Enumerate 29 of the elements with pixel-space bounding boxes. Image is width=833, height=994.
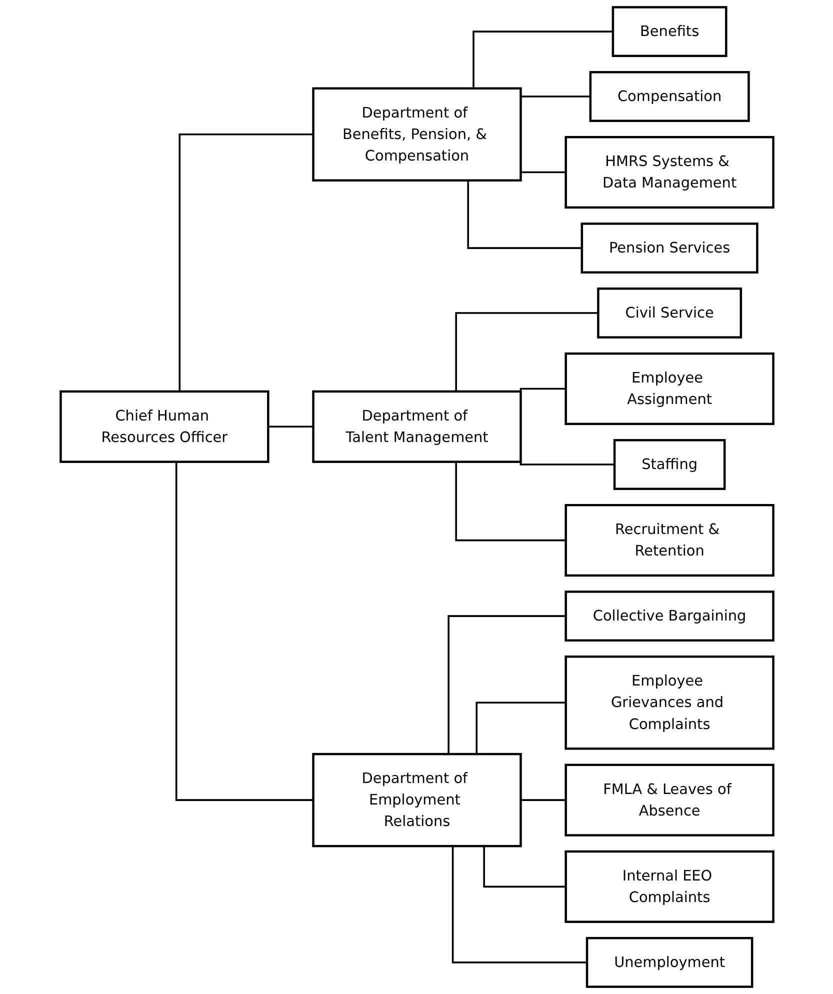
node-box: Department of Benefits, Pension, & Compensation (312, 87, 522, 182)
connector (174, 462, 313, 801)
connector (454, 312, 598, 392)
node-box: Staffing (612, 439, 726, 490)
node-box: Unemployment (585, 936, 753, 988)
node-box: Benefits (611, 6, 727, 58)
node-box: Internal EEO Complaints (564, 850, 774, 923)
connector (475, 702, 566, 754)
node-box: Recruitment & Retention (564, 504, 774, 577)
connector (482, 846, 566, 888)
connector (454, 462, 566, 542)
node-box: Department of Employment Relations (312, 752, 522, 848)
node-box: Employee Grievances and Complaints (564, 656, 774, 750)
node-box: Pension Services (580, 222, 758, 274)
node-box: Collective Bargaining (564, 590, 774, 642)
node-box: Civil Service (596, 288, 742, 338)
connector (519, 799, 566, 801)
connector (178, 134, 313, 392)
connector (447, 615, 566, 754)
node-box: Employee Assignment (564, 352, 774, 426)
node-box: Department of Talent Management (312, 390, 522, 463)
connector (266, 426, 313, 428)
node-box: Chief Human Resources Officer (59, 390, 269, 463)
node-box: HMRS Systems & Data Management (564, 136, 774, 209)
connector (451, 846, 587, 964)
node-box: FMLA & Leaves of Absence (564, 764, 774, 836)
node-box: Compensation (588, 71, 750, 122)
connector (472, 30, 612, 88)
connector (466, 180, 582, 249)
